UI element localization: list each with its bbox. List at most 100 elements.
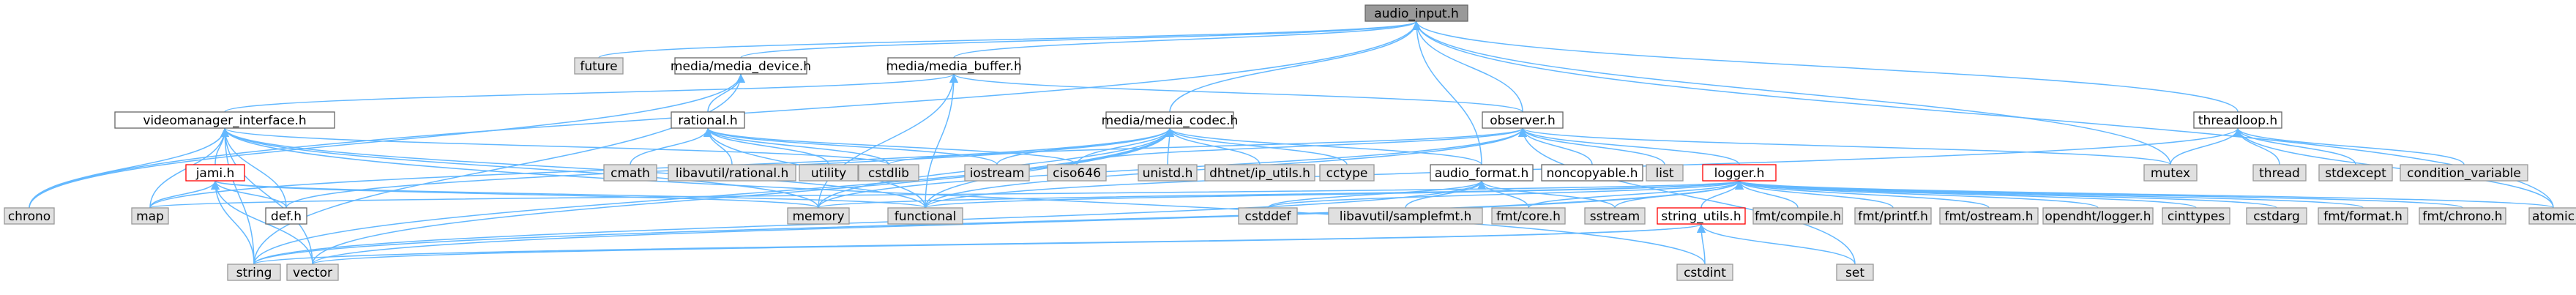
node-box-videomanager [114,111,335,129]
include-edge-media_buffer-observer [949,73,1523,113]
node-media_codec[interactable]: media/media_codec.h [1102,111,1239,129]
node-box-audio_format [1430,164,1534,182]
node-videomanager[interactable]: videomanager_interface.h [114,111,335,129]
node-box-dhtnet [1204,164,1315,182]
include-edge-audio_format-samplefmt [1405,180,1486,209]
node-box-string_utils [1657,207,1746,225]
node-label-videomanager: videomanager_interface.h [143,113,306,128]
node-label-cstdarg: cstdarg [2253,209,2300,224]
node-box-chrono [4,207,55,225]
node-label-functional: functional [895,209,957,224]
node-label-media_buffer: media/media_buffer.h [886,59,1021,74]
node-box-stdexcept [2318,164,2393,182]
node-label-cstddef: cstddef [1245,209,1292,224]
node-label-cctype: cctype [1326,166,1368,181]
node-label-utility: utility [811,166,846,181]
include-edge-audio_input-future [598,20,1421,59]
include-edge-audio_input-media_buffer [953,20,1421,59]
node-box-cctype [1319,164,1375,182]
include-edge-rational-iostream [703,127,998,165]
node-samplefmt: libavutil/samplefmt.h [1328,207,1483,225]
node-jami[interactable]: jami.h [185,164,245,182]
include-edge-threadloop-stdexcept [2233,127,2356,165]
node-fmt_compile: fmt/compile.h [1752,207,1843,225]
node-def[interactable]: def.h [265,207,307,225]
node-fmt_chrono: fmt/chrono.h [2419,207,2506,225]
node-iostream: iostream [964,164,1030,182]
include-edge-videomanager-chrono [29,127,229,209]
node-label-unistd: unistd.h [1143,166,1193,181]
node-label-stdexcept: stdexcept [2325,166,2386,181]
node-box-cstdarg [2246,207,2307,225]
node-label-observer: observer.h [1490,113,1556,128]
node-label-fmt_compile: fmt/compile.h [1755,209,1841,224]
include-edge-logger-fmt_core [1528,180,1744,209]
node-fmt_format: fmt/format.h [2318,207,2408,225]
include-edge-media_codec-audio_format [1165,127,1482,165]
node-cmath: cmath [603,164,657,182]
node-label-ciso646: ciso646 [1053,166,1101,181]
node-label-string_utils: string_utils.h [1661,209,1741,224]
node-box-thread [2252,164,2307,182]
node-box-mutex [2143,164,2198,182]
node-label-fmt_format: fmt/format.h [2323,209,2403,224]
node-box-opendht_logger [2042,207,2154,225]
node-audio_format[interactable]: audio_format.h [1430,164,1534,182]
node-box-fmt_printf [1854,207,1932,225]
node-mutex: mutex [2143,164,2198,182]
include-edge-observer-list [1518,127,1665,165]
include-edge-logger-vector [312,180,1744,265]
node-audio_input[interactable]: audio_input.h [1364,4,1468,22]
node-label-thread: thread [2259,166,2300,181]
include-edge-observer-cstdlib [888,127,1527,165]
node-cctype: cctype [1319,164,1375,182]
include-edge-media_device-string [253,73,745,265]
node-label-cstdlib: cstdlib [868,166,909,181]
node-label-fmt_ostream: fmt/ostream.h [1944,209,2033,224]
include-edge-audio_format-cstddef [1267,180,1486,209]
node-box-cmath [603,164,657,182]
node-label-string: string [236,266,272,280]
node-box-sstream [1584,207,1646,225]
node-box-audio_input [1364,4,1468,22]
node-box-fmt_chrono [2419,207,2506,225]
node-media_buffer[interactable]: media/media_buffer.h [886,57,1022,75]
node-label-fmt_chrono: fmt/chrono.h [2422,209,2502,224]
node-label-rational: rational.h [678,113,737,128]
node-dhtnet: dhtnet/ip_utils.h [1204,164,1315,182]
include-edge-observer-mutex [1518,127,2171,165]
node-threadloop[interactable]: threadloop.h [2193,111,2282,129]
node-label-def: def.h [271,209,302,224]
node-box-samplefmt [1328,207,1483,225]
include-edge-media_codec-map [149,127,1174,209]
node-box-ciso646 [1047,164,1107,182]
node-cstdarg: cstdarg [2246,207,2307,225]
node-map: map [131,207,169,225]
node-label-opendht_logger: opendht/logger.h [2045,209,2151,224]
node-box-libavutil_rational [668,164,796,182]
node-box-utility [799,164,859,182]
include-edge-logger-fmt_ostream [1735,180,1990,209]
node-media_device[interactable]: media/media_device.h [671,57,811,75]
node-label-cinttypes: cinttypes [2168,209,2225,224]
node-box-unistd [1138,164,1198,182]
node-noncopyable[interactable]: noncopyable.h [1541,164,1643,182]
include-edge-observer-ciso646 [1076,127,1527,165]
include-edge-jami-functional [211,180,926,209]
include-edge-media_codec-cctype [1165,127,1348,165]
node-observer[interactable]: observer.h [1482,111,1564,129]
node-cstdint: cstdint [1676,264,1733,281]
include-edge-logger-functional [925,180,1744,209]
node-string_utils[interactable]: string_utils.h [1657,207,1746,225]
include-edge-observer-set [1518,127,1856,265]
node-label-condition_variable: condition_variable [2407,166,2521,181]
include-edge-videomanager-cstdlib [220,127,889,165]
node-logger[interactable]: logger.h [1702,164,1777,182]
node-rational[interactable]: rational.h [671,111,745,129]
node-label-atomic: atomic [2532,209,2575,224]
include-edge-videomanager-string [220,127,255,265]
node-box-functional [887,207,963,225]
node-box-cstdint [1676,264,1733,281]
